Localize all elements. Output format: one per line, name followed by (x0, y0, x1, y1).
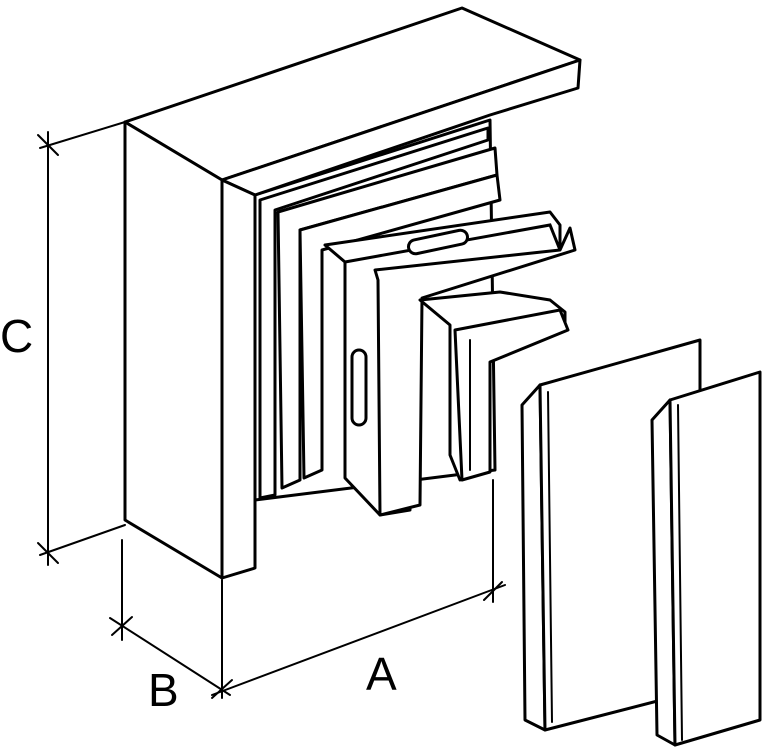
side-handle-icon (350, 348, 368, 427)
label-c: C (0, 310, 33, 362)
dimensions (37, 121, 506, 699)
dim-b-tick (111, 616, 133, 636)
nested-frames (253, 118, 577, 517)
panel-2-line (677, 404, 683, 741)
dim-a-tick (211, 679, 233, 699)
dim-c-tick (37, 134, 59, 156)
dim-b-line (109, 617, 231, 696)
inner-frame-3 (298, 173, 502, 480)
dim-c-ext-bottom (39, 524, 126, 556)
panel-1-line (547, 391, 553, 723)
inner-frame-1 (258, 126, 490, 500)
middle-frame-front (373, 226, 577, 517)
dim-c-tick (37, 542, 59, 564)
loose-panels (520, 338, 762, 747)
dim-c-ext-top (39, 121, 126, 149)
outer-frame-left-side (123, 120, 224, 580)
top-handle-icon (407, 228, 469, 256)
label-b: B (148, 664, 179, 716)
label-a: A (366, 648, 397, 700)
small-frame-front (453, 308, 570, 482)
dim-a-tick (483, 581, 503, 601)
dim-a-line (211, 584, 506, 696)
outer-frame (123, 6, 582, 580)
panel-2 (668, 370, 762, 747)
outer-frame-left-front (220, 178, 257, 580)
